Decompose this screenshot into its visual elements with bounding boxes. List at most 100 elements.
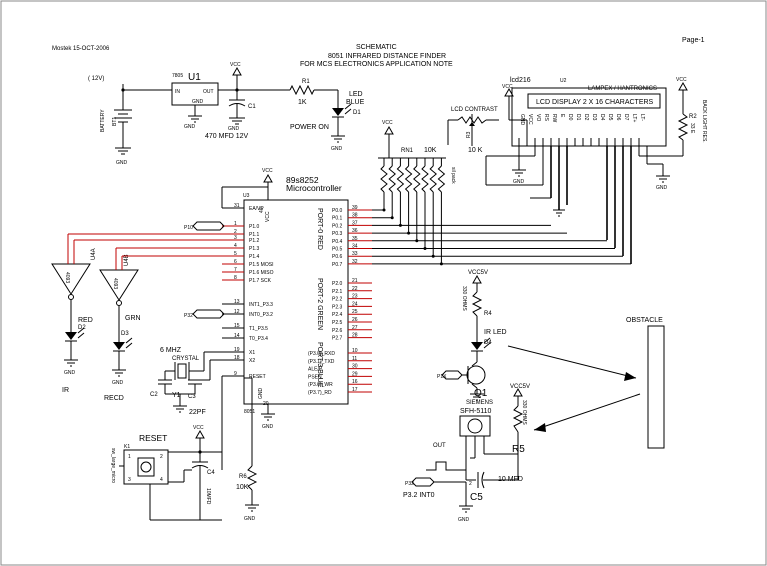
gate-u4a: 4093 U4A <box>51 248 97 300</box>
svg-text:P32: P32 <box>405 481 414 487</box>
lcd-contrast-label: LCD CONTRAST <box>451 107 498 113</box>
vcc-symbol-rx: VCC5V <box>510 384 530 397</box>
mcu-pin-name: INT1_P3.3 <box>249 302 273 308</box>
mcu-pin-name: P1.6 MISO <box>249 270 274 276</box>
q1-out-label: OUT <box>433 443 446 449</box>
mcu-gnd-pin: 20 <box>263 401 269 407</box>
cap-c2-ref: C2 <box>150 392 158 398</box>
c1-value: 470 MFD 12V <box>205 133 249 140</box>
mcu-p0-num: 33 <box>352 251 358 257</box>
mcu-p2-num: 25 <box>352 309 358 315</box>
svg-text:VCC: VCC <box>230 62 241 68</box>
gnd-symbol-lcd-rw <box>553 209 565 217</box>
mcu-p2-name: P2.6 <box>332 328 343 334</box>
resistor-r6 <box>246 465 258 491</box>
mcu-p2-name: P2.7 <box>332 336 343 342</box>
led-d1-ref: D1 <box>353 110 361 116</box>
lcd-pin-label: D0 <box>567 114 573 121</box>
gnd-symbol-irtx <box>470 393 484 401</box>
capacitor-c2 <box>158 379 172 394</box>
port0-label: PORT-0 RED <box>316 208 323 250</box>
mcu-p3-name: (P3.0)_RXD <box>308 351 335 357</box>
mcu-pin-num: 31 <box>234 203 240 209</box>
rn1-resistor <box>388 158 396 220</box>
led-d1-label-1: LED <box>349 91 363 98</box>
vcc-symbol-backlight: VCC <box>676 77 688 91</box>
reg-ref: U1 <box>188 72 201 83</box>
vcc-symbol-rn: VCC <box>382 120 394 158</box>
mcu-p2-name: P2.0 <box>332 281 343 287</box>
mcu-p3-num: 29 <box>352 371 358 377</box>
mcu-p2-num: 28 <box>352 333 358 339</box>
mcu-p0-num: 34 <box>352 244 358 250</box>
rn1-resistor <box>380 158 388 212</box>
svg-text:GND: GND <box>112 380 124 386</box>
gnd-symbol-backlight: GND <box>656 175 670 191</box>
backlight-value: 33 E <box>689 123 695 134</box>
svg-text:P32: P32 <box>184 313 193 319</box>
vcc-symbol-mcu: VCC <box>262 168 273 183</box>
mcu-pin-num: 15 <box>234 323 240 329</box>
mcu-part: 89s8252 <box>286 175 319 185</box>
lcd-pin-label: RW <box>551 114 557 123</box>
mcu-pin-num: 2 <box>234 229 237 235</box>
port3-label: PORT-3 BLUE <box>316 342 323 388</box>
resistor-r4 <box>471 291 483 317</box>
crystal-freq: 6 MHZ <box>160 347 182 354</box>
svg-text:4: 4 <box>160 477 163 483</box>
p32-tag: P32 <box>184 309 225 319</box>
svg-text:VCC: VCC <box>676 77 687 83</box>
svg-text:VCC: VCC <box>193 425 204 431</box>
resistor-r2 <box>677 113 689 141</box>
mcu-pin-num: 8 <box>234 275 237 281</box>
mcu-p3-num: 11 <box>352 356 357 362</box>
mcu-pin-name: P1.5 MOSI <box>249 262 273 268</box>
rn1-resistor <box>437 158 446 266</box>
obstacle-label: OBSTACLE <box>626 317 663 324</box>
power-supply: ( 12V) BT1 BATTERY GND 7805 U1 IN OUT GN… <box>88 62 365 166</box>
title-line-3: FOR MCS ELECTRONICS APPLICATION NOTE <box>300 61 453 68</box>
power-on-label: POWER ON <box>290 124 329 131</box>
mcu-pin-name: P1.4 <box>249 254 260 260</box>
mcu-89s8252: 89s8252 Microcontroller U3 8051 PORT-0 R… <box>222 175 372 415</box>
mcu-pin-name: P1.1 <box>249 232 260 238</box>
svg-text:GND: GND <box>184 124 196 130</box>
mcu-pin-num: 13 <box>234 299 240 305</box>
svg-text:GND: GND <box>228 126 240 132</box>
mcu-pin-name: T1_P3.5 <box>249 326 268 332</box>
mcu-p2-name: P2.3 <box>332 304 343 310</box>
rn1-ref: RN1 <box>401 148 414 154</box>
led-ir-label: IR <box>62 387 69 394</box>
mcu-p3-num: 16 <box>352 379 358 385</box>
mcu-pin-num: 6 <box>234 259 237 265</box>
crystal-y1 <box>174 362 190 380</box>
svg-text:GND: GND <box>262 424 274 430</box>
svg-text:GND: GND <box>331 146 343 152</box>
mcu-family: 8051 <box>244 409 255 415</box>
mcu-p0-name: P0.1 <box>332 216 343 222</box>
r5-value: 330 OHMS <box>521 400 527 425</box>
svg-text:VCC: VCC <box>502 84 513 90</box>
mcu-pin-num: 14 <box>234 333 240 339</box>
mcu-pin-name: X1 <box>249 350 255 356</box>
reg-gnd: GND <box>192 99 204 105</box>
mcu-p2-num: 24 <box>352 301 358 307</box>
backlight-ref: R2 <box>689 114 697 120</box>
mcu-pin-name: P1.7 SCK <box>249 278 272 284</box>
led-d4 <box>471 337 491 362</box>
mcu-p2-name: P2.1 <box>332 289 343 295</box>
svg-text:1: 1 <box>128 454 131 460</box>
mcu-pin-num: 3 <box>234 235 237 241</box>
reg-out: OUT <box>203 89 214 95</box>
svg-text:2: 2 <box>469 481 472 487</box>
obstacle-block <box>647 325 665 449</box>
svg-text:4093: 4093 <box>64 272 70 283</box>
mcu-p0-name: P0.3 <box>332 231 343 237</box>
mcu-p0-num: 36 <box>352 228 358 234</box>
author-date: Mostek 15-OCT-2006 <box>52 46 110 52</box>
lcd-maker: LAMPEX / HANTRONICS <box>588 86 657 92</box>
mcu-p2-num: 27 <box>352 325 358 331</box>
lcd-pin-label: D1 <box>575 114 581 121</box>
